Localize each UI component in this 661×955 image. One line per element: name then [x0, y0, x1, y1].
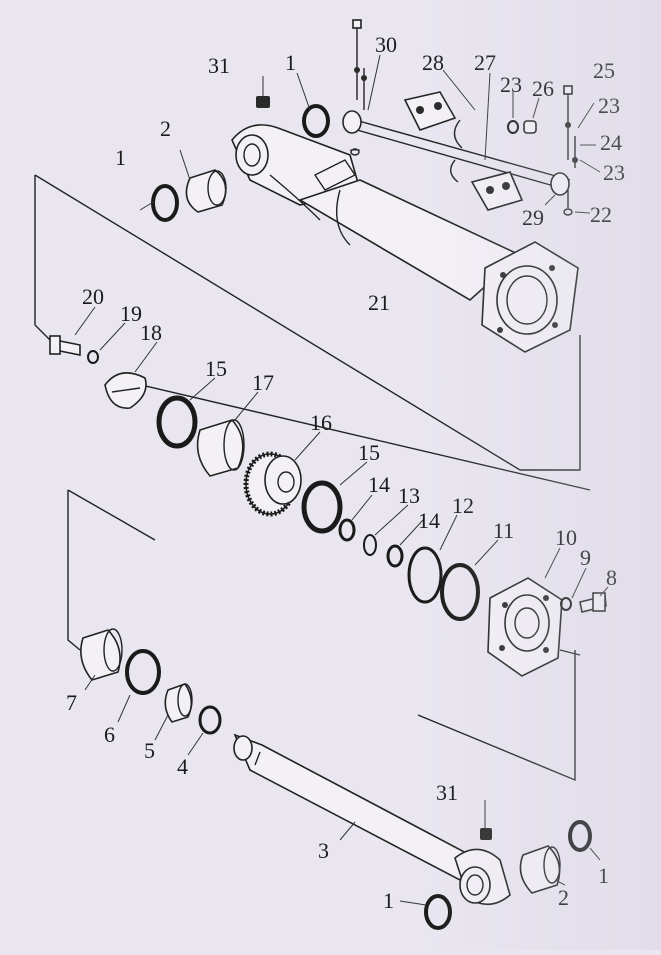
callout-labels: 1 2 31 1 30 28 27 23 26 25 23 24 23 29 2… [66, 32, 625, 913]
callout-30: 30 [375, 32, 397, 57]
callout-31: 31 [208, 53, 230, 78]
callout-10: 10 [555, 525, 577, 550]
rod-group-outline [67, 489, 576, 782]
callout-31: 31 [436, 780, 458, 805]
top-left-parts [139, 96, 330, 222]
callout-22: 22 [590, 202, 612, 227]
callout-3: 3 [318, 838, 329, 863]
callout-17: 17 [252, 370, 274, 395]
leader-lines [74, 54, 609, 906]
callout-8: 8 [606, 565, 617, 590]
callout-5: 5 [144, 738, 155, 763]
callout-15: 15 [205, 356, 227, 381]
tube-group-outline [34, 174, 591, 491]
piston-rod [233, 733, 592, 930]
callout-14: 14 [368, 472, 390, 497]
callout-16: 16 [310, 410, 332, 435]
callout-11: 11 [493, 518, 514, 543]
callout-1: 1 [285, 50, 296, 75]
callout-24: 24 [600, 130, 622, 155]
callout-1: 1 [383, 888, 394, 913]
callout-2: 2 [160, 116, 171, 141]
callout-23: 23 [500, 72, 522, 97]
callout-23: 23 [603, 160, 625, 185]
callout-19: 19 [120, 301, 142, 326]
cylinder-body [231, 124, 579, 353]
callout-21: 21 [368, 290, 390, 315]
callout-4: 4 [177, 754, 188, 779]
callout-6: 6 [104, 722, 115, 747]
callout-23: 23 [598, 93, 620, 118]
callout-1: 1 [598, 863, 609, 888]
callout-28: 28 [422, 50, 444, 75]
rod-packing-parts [80, 628, 222, 735]
callout-20: 20 [82, 284, 104, 309]
callout-15: 15 [358, 440, 380, 465]
head-cover-assembly [487, 577, 607, 677]
callout-18: 18 [140, 320, 162, 345]
top-bracket-assembly [342, 19, 578, 216]
callout-26: 26 [532, 76, 554, 101]
callout-9: 9 [580, 545, 591, 570]
callout-1: 1 [115, 145, 126, 170]
callout-12: 12 [452, 493, 474, 518]
callout-7: 7 [66, 690, 77, 715]
left-parts-18-20 [49, 335, 147, 409]
callout-25: 25 [593, 58, 615, 83]
piston-seal-row [156, 395, 480, 621]
callout-14: 14 [418, 508, 440, 533]
callout-29: 29 [522, 205, 544, 230]
callout-2: 2 [558, 885, 569, 910]
callout-13: 13 [398, 483, 420, 508]
callout-27: 27 [474, 50, 496, 75]
